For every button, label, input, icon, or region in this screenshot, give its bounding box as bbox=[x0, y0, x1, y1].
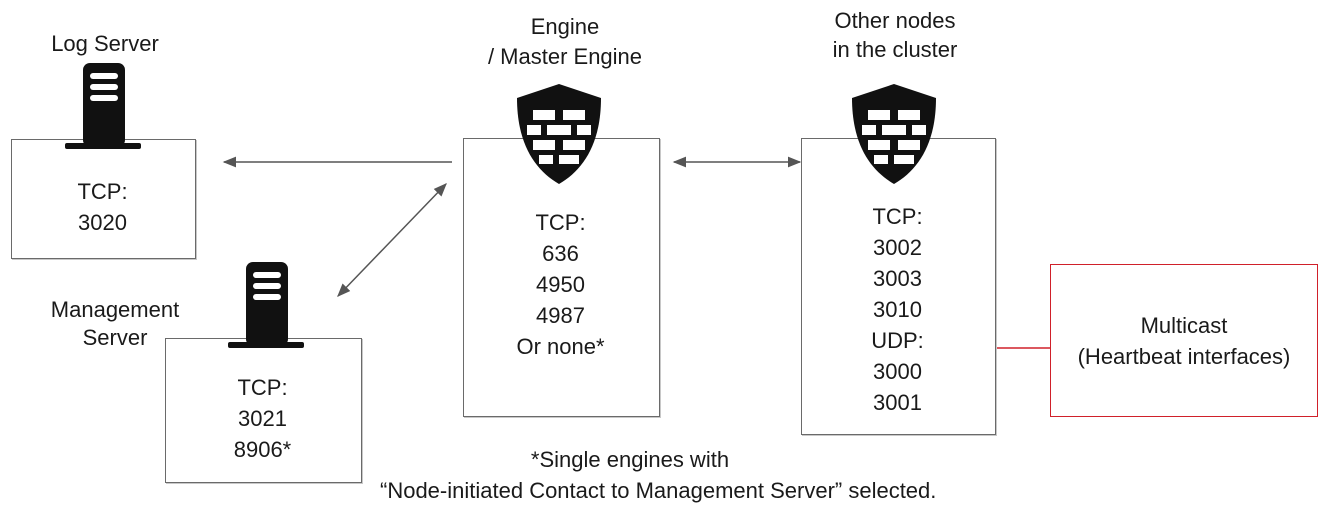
multicast-label-line2: (Heartbeat interfaces) bbox=[1077, 344, 1291, 369]
firewall-shield-icon bbox=[517, 84, 601, 184]
engine-box bbox=[463, 138, 660, 417]
engine-port: Or none* bbox=[516, 334, 605, 359]
other-nodes-tcp-protocol: TCP: bbox=[872, 204, 923, 229]
management-server-box bbox=[165, 338, 362, 483]
log-server-protocol: TCP: bbox=[77, 179, 128, 204]
other-nodes-udp-port: 3000 bbox=[873, 359, 922, 384]
other-nodes-tcp-port: 3010 bbox=[873, 297, 922, 322]
other-nodes-box bbox=[801, 138, 996, 435]
management-server-label: Management Server bbox=[34, 296, 196, 352]
management-server-port: 3021 bbox=[238, 406, 287, 431]
multicast-box bbox=[1050, 264, 1318, 417]
management-server-port: 8906* bbox=[233, 437, 292, 462]
engine-protocol: TCP: bbox=[535, 210, 586, 235]
log-server-ports: TCP: 3020 bbox=[11, 176, 194, 238]
management-server-ports: TCP: 3021 8906* bbox=[165, 372, 360, 465]
server-icon bbox=[65, 63, 141, 149]
other-nodes-label-line2: in the cluster bbox=[832, 37, 958, 62]
engine-label: Engine / Master Engine bbox=[460, 12, 670, 72]
footnote-line2: “Node-initiated Contact to Management Se… bbox=[380, 478, 937, 503]
footnote-line1: *Single engines with bbox=[530, 447, 730, 472]
engine-port: 4950 bbox=[536, 272, 585, 297]
other-nodes-ports: TCP: 3002 3003 3010 UDP: 3000 3001 bbox=[801, 201, 994, 418]
engine-ports: TCP: 636 4950 4987 Or none* bbox=[463, 207, 658, 362]
log-server-label: Log Server bbox=[51, 31, 159, 56]
management-server-label-line2: Server bbox=[82, 325, 148, 350]
other-nodes-tcp-port: 3003 bbox=[873, 266, 922, 291]
engine-port: 636 bbox=[542, 241, 579, 266]
log-server-box bbox=[11, 139, 196, 259]
other-nodes-udp-protocol: UDP: bbox=[871, 328, 924, 353]
multicast-label-line1: Multicast bbox=[1140, 313, 1228, 338]
footnote: *Single engines with “Node-initiated Con… bbox=[380, 444, 937, 506]
other-nodes-udp-port: 3001 bbox=[873, 390, 922, 415]
log-server-port: 3020 bbox=[78, 210, 127, 235]
other-nodes-tcp-port: 3002 bbox=[873, 235, 922, 260]
engine-label-line1: Engine bbox=[530, 14, 600, 39]
other-nodes-label: Other nodes in the cluster bbox=[800, 6, 990, 64]
management-engine-arrow bbox=[337, 183, 447, 297]
multicast-label: Multicast (Heartbeat interfaces) bbox=[1050, 310, 1318, 372]
firewall-shield-icon bbox=[852, 84, 936, 184]
management-server-label-line1: Management bbox=[50, 297, 180, 322]
other-nodes-label-line1: Other nodes bbox=[834, 8, 956, 33]
engine-port: 4987 bbox=[536, 303, 585, 328]
engine-label-line2: / Master Engine bbox=[487, 44, 643, 69]
management-server-protocol: TCP: bbox=[237, 375, 288, 400]
server-icon bbox=[228, 262, 304, 348]
